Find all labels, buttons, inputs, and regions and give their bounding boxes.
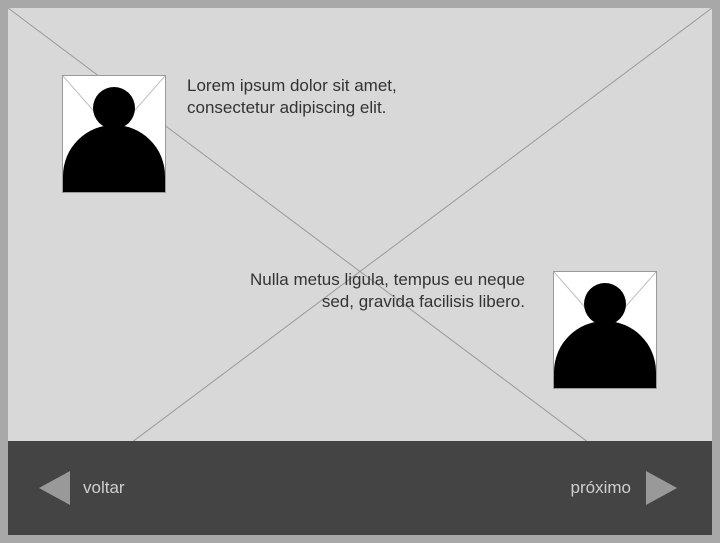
avatar-person-2 bbox=[553, 271, 657, 389]
person-silhouette-icon bbox=[554, 272, 656, 388]
triangle-right-icon bbox=[646, 471, 677, 505]
message-line: consectetur adipiscing elit. bbox=[187, 98, 387, 117]
message-line: sed, gravida facilisis libero. bbox=[321, 292, 525, 311]
triangle-left-icon bbox=[39, 471, 70, 505]
message-line: Nulla metus ligula, tempus eu neque bbox=[250, 270, 525, 289]
message-person-2: Nulla metus ligula, tempus eu neque sed,… bbox=[250, 269, 525, 313]
back-label: voltar bbox=[83, 478, 125, 497]
next-button[interactable]: próximo bbox=[571, 471, 677, 505]
message-line: Lorem ipsum dolor sit amet, bbox=[187, 76, 397, 95]
avatar-person-1 bbox=[62, 75, 166, 193]
back-button[interactable]: voltar bbox=[39, 471, 125, 505]
message-person-1: Lorem ipsum dolor sit amet, consectetur … bbox=[187, 75, 397, 119]
person-silhouette-icon bbox=[63, 76, 165, 192]
navigation-bar: voltar próximo bbox=[8, 441, 712, 535]
next-label: próximo bbox=[570, 478, 631, 497]
